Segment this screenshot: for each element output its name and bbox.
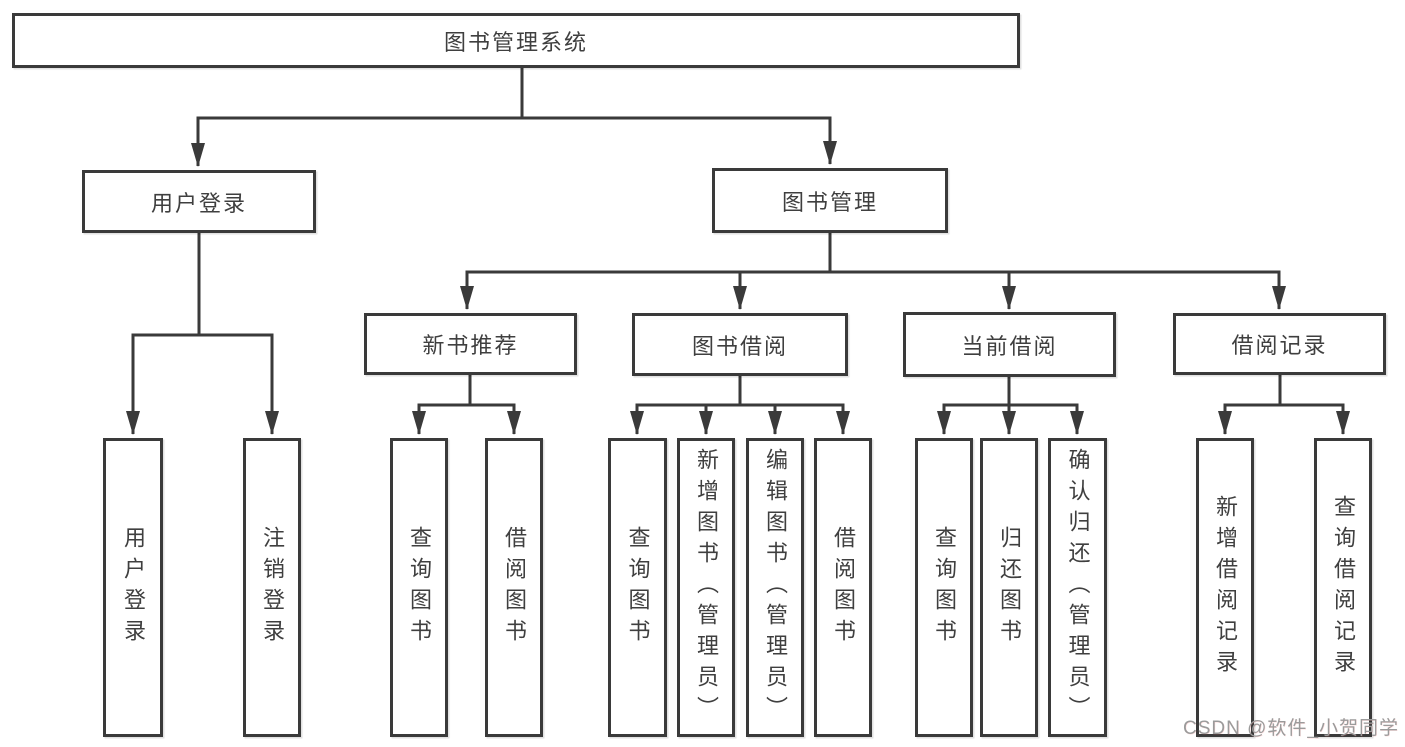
edge-newbook-to-borrow: [470, 403, 521, 435]
node-book-management: 图书管理: [712, 168, 948, 233]
node-leaf-confirm-return-admin: 确认归还（管理员）: [1048, 438, 1107, 737]
node-current-borrow: 当前借阅: [903, 312, 1116, 377]
node-leaf-query-books-current: 查询图书: [915, 438, 973, 737]
node-leaf-return-book: 归还图书: [980, 438, 1038, 737]
node-label: 归还图书: [997, 525, 1022, 650]
node-label: 图书管理系统: [443, 29, 588, 55]
node-label: 图书借阅: [691, 333, 788, 359]
node-label: 用户登录: [121, 525, 146, 650]
node-label: 借阅图书: [831, 525, 856, 650]
node-label: 新书推荐: [422, 333, 519, 358]
node-leaf-add-book-admin: 新增图书（管理员）: [677, 438, 735, 737]
node-label: 查询图书: [932, 525, 957, 650]
node-label: 当前借阅: [961, 333, 1058, 359]
node-book-borrow: 图书借阅: [632, 313, 848, 376]
node-label: 图书管理: [781, 189, 878, 215]
node-leaf-query-books-borrow: 查询图书: [608, 438, 667, 737]
node-leaf-user-login: 用户登录: [103, 438, 163, 737]
edge-records-to-add: [1218, 375, 1282, 435]
node-label: 确认归还（管理员）: [1065, 448, 1091, 727]
csdn-watermark: CSDN @软件_小贺同学: [1183, 718, 1399, 739]
node-user-login: 用户登录: [82, 170, 316, 233]
edge-currentborrow-to-confirm: [1009, 403, 1084, 435]
node-label: 新增借阅记录: [1213, 494, 1238, 681]
edge-currentborrow-to-query: [937, 403, 1009, 435]
node-label: 借阅图书: [502, 525, 527, 650]
node-label: 查询图书: [407, 525, 432, 650]
node-leaf-borrow-books: 借阅图书: [814, 438, 872, 737]
edge-bookmgmt-to-records: [830, 270, 1286, 310]
node-label: 借阅记录: [1231, 333, 1328, 358]
edge-records-to-query: [1280, 403, 1350, 435]
edge-userlogin-to-logout-leaf: [199, 333, 279, 435]
node-leaf-edit-book-admin: 编辑图书（管理员）: [746, 438, 804, 737]
node-label: 查询图书: [625, 525, 651, 650]
edge-newbook-to-query: [412, 375, 472, 435]
node-new-book-recommend: 新书推荐: [364, 313, 577, 375]
edge-bookborrow-to-borrow: [740, 403, 850, 435]
edge-userlogin-to-login-leaf: [126, 233, 201, 435]
edge-bookborrow-to-query: [630, 376, 742, 435]
node-label: 编辑图书（管理员）: [763, 448, 788, 727]
edge-root-to-book-management: [522, 116, 837, 165]
node-library-system: 图书管理系统: [12, 13, 1020, 68]
node-label: 用户登录: [150, 190, 247, 216]
edge-bookmgmt-to-newbook: [460, 233, 832, 310]
node-leaf-query-borrow-record: 查询借阅记录: [1314, 438, 1372, 737]
node-label: 查询借阅记录: [1331, 494, 1356, 681]
node-leaf-add-borrow-record: 新增借阅记录: [1196, 438, 1254, 737]
node-borrow-records: 借阅记录: [1173, 313, 1386, 375]
node-label: 新增图书（管理员）: [694, 448, 719, 727]
node-leaf-logout: 注销登录: [243, 438, 301, 737]
node-leaf-query-books-recommend: 查询图书: [390, 438, 448, 737]
edge-root-to-user-login: [191, 68, 524, 167]
node-label: 注销登录: [260, 525, 285, 650]
node-leaf-borrow-books-recommend: 借阅图书: [485, 438, 543, 737]
